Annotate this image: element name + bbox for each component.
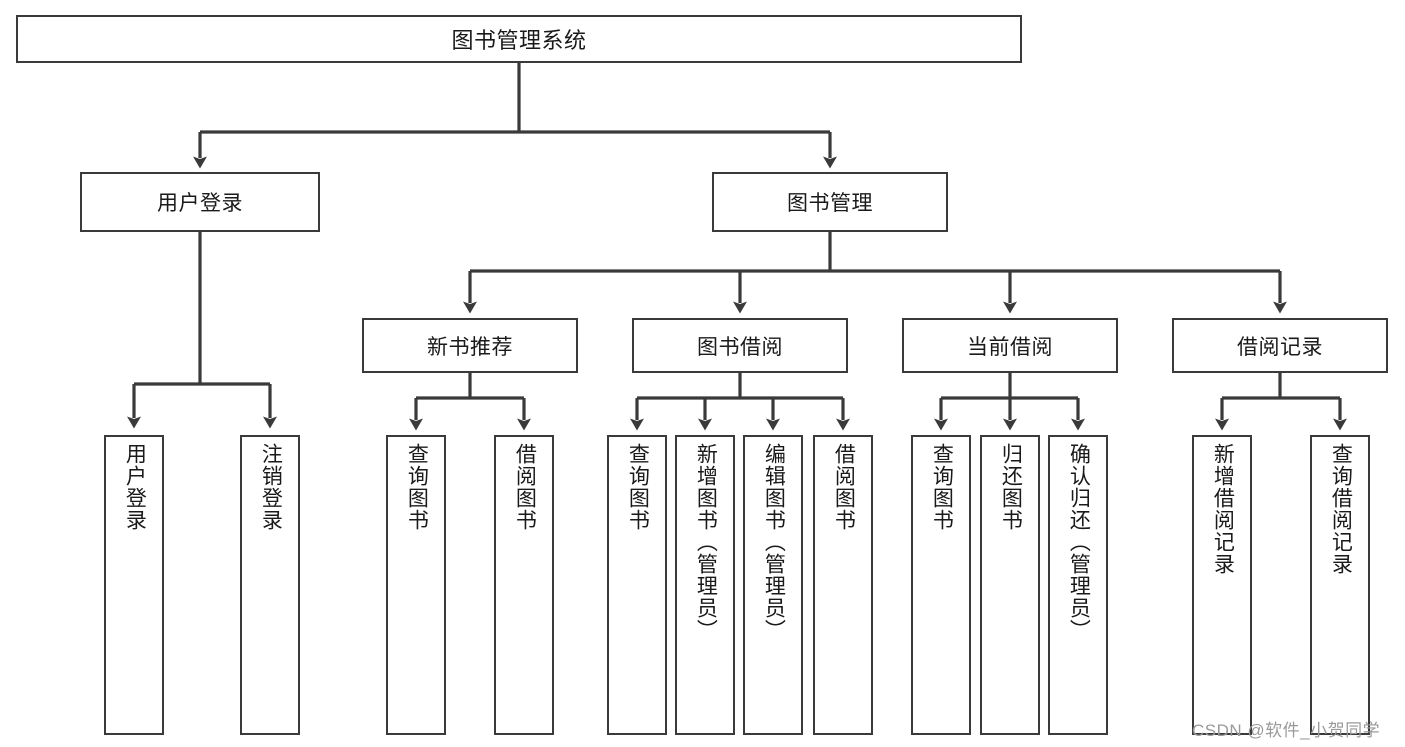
node-book-manage[interactable]: 图书管理 <box>712 172 948 232</box>
node-label: 图书借阅 <box>697 335 783 359</box>
node-label: 查询借阅记录 <box>1329 443 1353 575</box>
node-root-system[interactable]: 图书管理系统 <box>16 15 1022 63</box>
node-label: 新增图书（管理员） <box>694 443 718 641</box>
leaf-user-login[interactable]: 用户登录 <box>104 435 164 735</box>
node-book-borrow[interactable]: 图书借阅 <box>632 318 848 373</box>
leaf-add-book-admin[interactable]: 新增图书（管理员） <box>675 435 735 735</box>
node-label: 借阅图书 <box>832 443 856 531</box>
node-label: 新书推荐 <box>427 335 513 359</box>
node-label: 用户登录 <box>123 443 147 531</box>
node-current-borrow[interactable]: 当前借阅 <box>902 318 1118 373</box>
node-label: 图书管理 <box>787 192 873 215</box>
node-label: 编辑图书（管理员） <box>762 443 786 641</box>
leaf-query-borrow-record[interactable]: 查询借阅记录 <box>1310 435 1370 735</box>
node-label: 新增借阅记录 <box>1211 443 1235 575</box>
node-label: 图书管理系统 <box>451 28 587 53</box>
leaf-query-book-borrow[interactable]: 查询图书 <box>607 435 667 735</box>
node-label: 查询图书 <box>405 443 429 531</box>
node-label: 注销登录 <box>259 443 283 531</box>
node-new-book-rec[interactable]: 新书推荐 <box>362 318 578 373</box>
csdn-watermark: CSDN @软件_小贺同学 <box>1192 721 1381 740</box>
node-label: 用户登录 <box>157 192 243 215</box>
node-label: 借阅图书 <box>513 443 537 531</box>
leaf-edit-book-admin[interactable]: 编辑图书（管理员） <box>743 435 803 735</box>
leaf-logout-login[interactable]: 注销登录 <box>240 435 300 735</box>
leaf-query-book-rec[interactable]: 查询图书 <box>386 435 446 735</box>
leaf-add-borrow-record[interactable]: 新增借阅记录 <box>1192 435 1252 735</box>
node-label: 当前借阅 <box>967 335 1053 359</box>
leaf-confirm-return-admin[interactable]: 确认归还（管理员） <box>1048 435 1108 735</box>
leaf-borrow-book-borrow[interactable]: 借阅图书 <box>813 435 873 735</box>
node-label: 查询图书 <box>626 443 650 531</box>
node-label: 确认归还（管理员） <box>1067 443 1091 641</box>
leaf-borrow-book-rec[interactable]: 借阅图书 <box>494 435 554 735</box>
node-user-login[interactable]: 用户登录 <box>80 172 320 232</box>
leaf-query-book-current[interactable]: 查询图书 <box>911 435 971 735</box>
node-label: 查询图书 <box>930 443 954 531</box>
leaf-return-book[interactable]: 归还图书 <box>980 435 1040 735</box>
node-label: 借阅记录 <box>1237 335 1323 359</box>
node-label: 归还图书 <box>999 443 1023 531</box>
node-borrow-record[interactable]: 借阅记录 <box>1172 318 1388 373</box>
